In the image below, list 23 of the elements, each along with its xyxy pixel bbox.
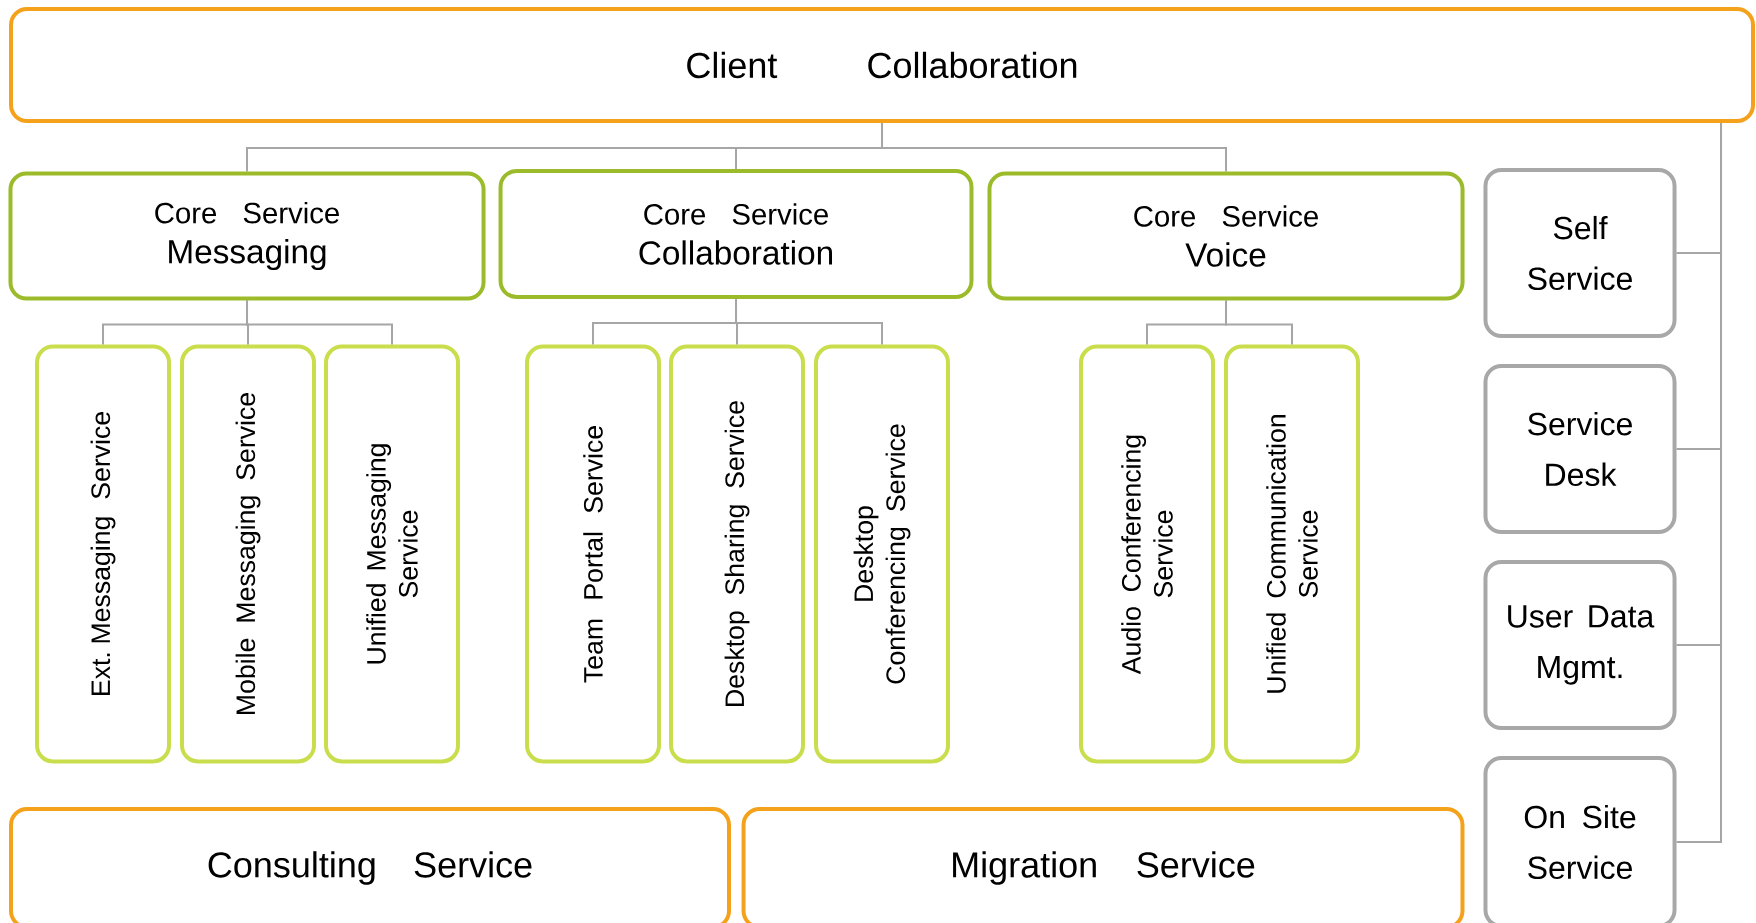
service-box: Unified Messaging Service bbox=[324, 344, 460, 764]
connector-line bbox=[1225, 299, 1293, 346]
connector-line bbox=[735, 298, 883, 346]
support-box: Self Service bbox=[1483, 168, 1677, 338]
core-service-box: Core Service Collaboration bbox=[498, 169, 974, 299]
service-box: Unified Communication Service bbox=[1224, 344, 1360, 764]
core-service-box: Core Service Messaging bbox=[8, 171, 486, 301]
support-box: On Site Service bbox=[1483, 756, 1677, 923]
service-box: Ext. Messaging Service bbox=[35, 344, 171, 764]
connector-line bbox=[1675, 122, 1722, 843]
service-box: Migration Service bbox=[741, 807, 1465, 923]
service-box: Client Collaboration bbox=[9, 7, 1755, 123]
service-box: Team Portal Service bbox=[525, 344, 661, 764]
service-box: Mobile Messaging Service bbox=[180, 344, 316, 764]
support-box: User Data Mgmt. bbox=[1483, 560, 1677, 730]
service-box: Audio Conferencing Service bbox=[1079, 344, 1215, 764]
service-box: Consulting Service bbox=[9, 807, 731, 923]
core-service-box: Core Service Voice bbox=[987, 171, 1465, 301]
connector-line bbox=[246, 299, 393, 346]
service-box: Desktop Conferencing Service bbox=[814, 344, 950, 764]
support-box: Service Desk bbox=[1483, 364, 1677, 534]
connector-line bbox=[881, 122, 1227, 173]
service-box: Desktop Sharing Service bbox=[669, 344, 805, 764]
